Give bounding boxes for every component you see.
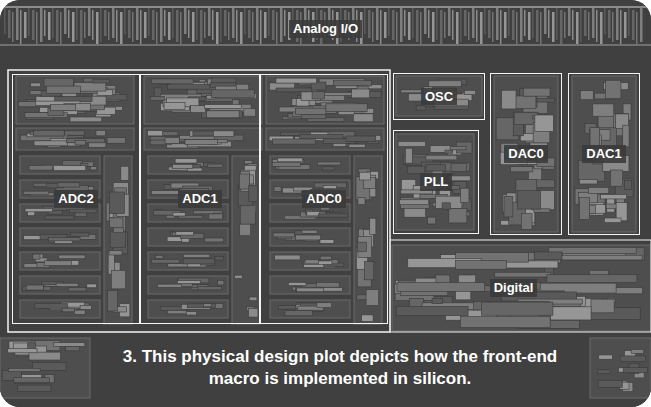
- dac-block: DAC1: [568, 73, 640, 235]
- dac-block: DAC0: [490, 73, 562, 235]
- block-label: OSC: [421, 88, 457, 106]
- adc-block: ADC1: [140, 74, 260, 324]
- block-label: Digital: [490, 279, 538, 297]
- block-label: DAC1: [582, 145, 625, 163]
- block-label: PLL: [420, 173, 453, 191]
- adc-block: ADC2: [12, 74, 140, 324]
- block-label: DAC0: [504, 145, 547, 163]
- io-band: Analog I/O: [0, 12, 651, 46]
- block-outlines: [8, 70, 651, 332]
- pll-block: PLL: [393, 130, 479, 234]
- digital-region: Digital: [392, 250, 651, 326]
- block-label: ADC2: [54, 190, 97, 208]
- block-label: Analog I/O: [289, 20, 362, 38]
- adc-block: ADC0: [260, 74, 388, 324]
- block-label: ADC0: [302, 190, 345, 208]
- oscillator-block: OSC: [393, 73, 485, 120]
- figure-caption: 3. This physical design plot depicts how…: [96, 346, 584, 390]
- block-label: ADC1: [178, 190, 221, 208]
